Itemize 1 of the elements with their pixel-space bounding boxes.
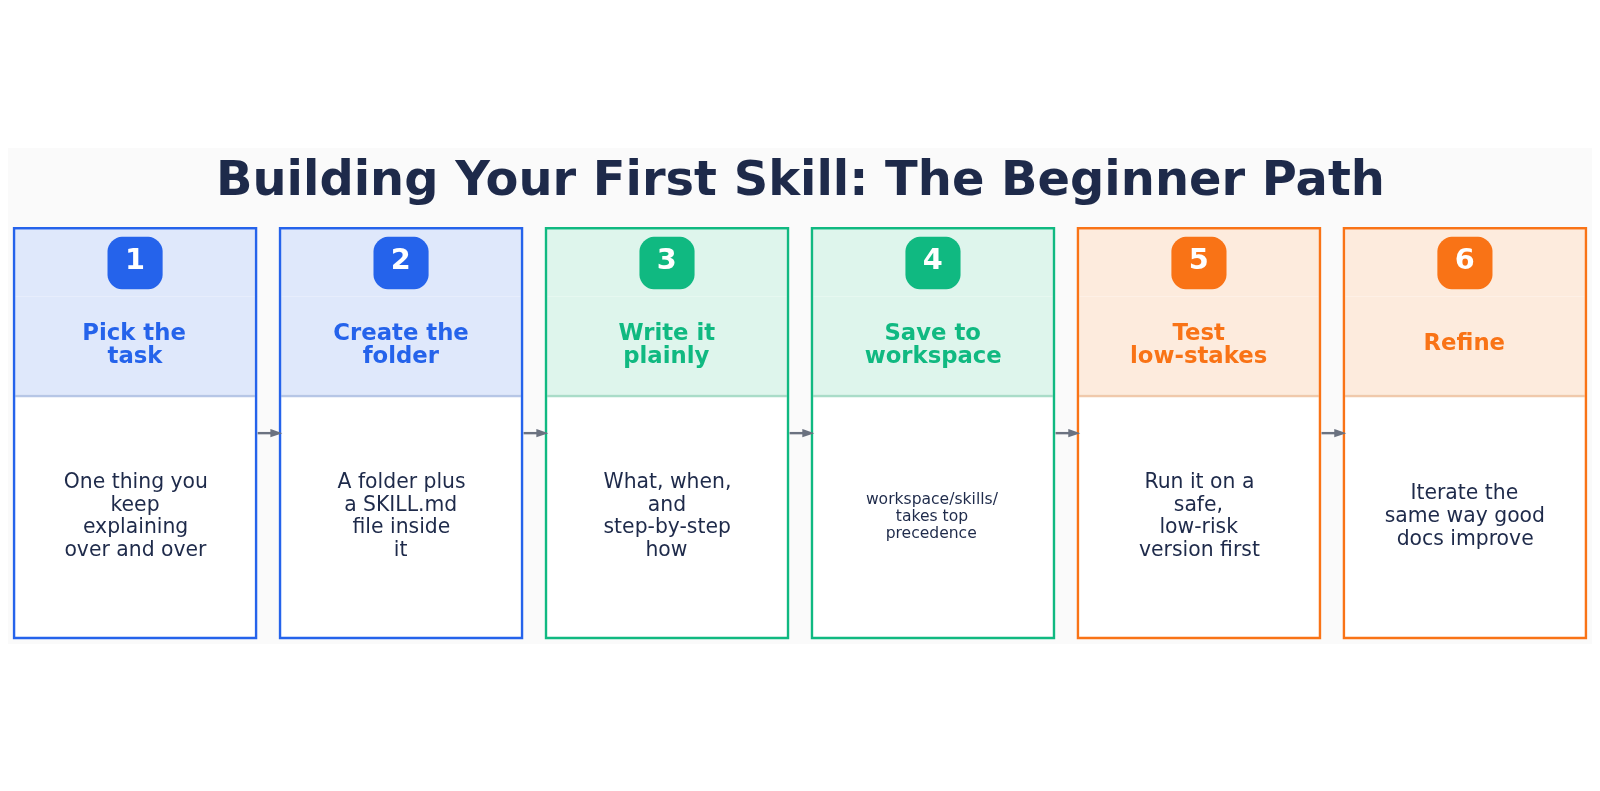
- diagram-title: Building Your First Skill: The Beginner Path: [215, 150, 1385, 206]
